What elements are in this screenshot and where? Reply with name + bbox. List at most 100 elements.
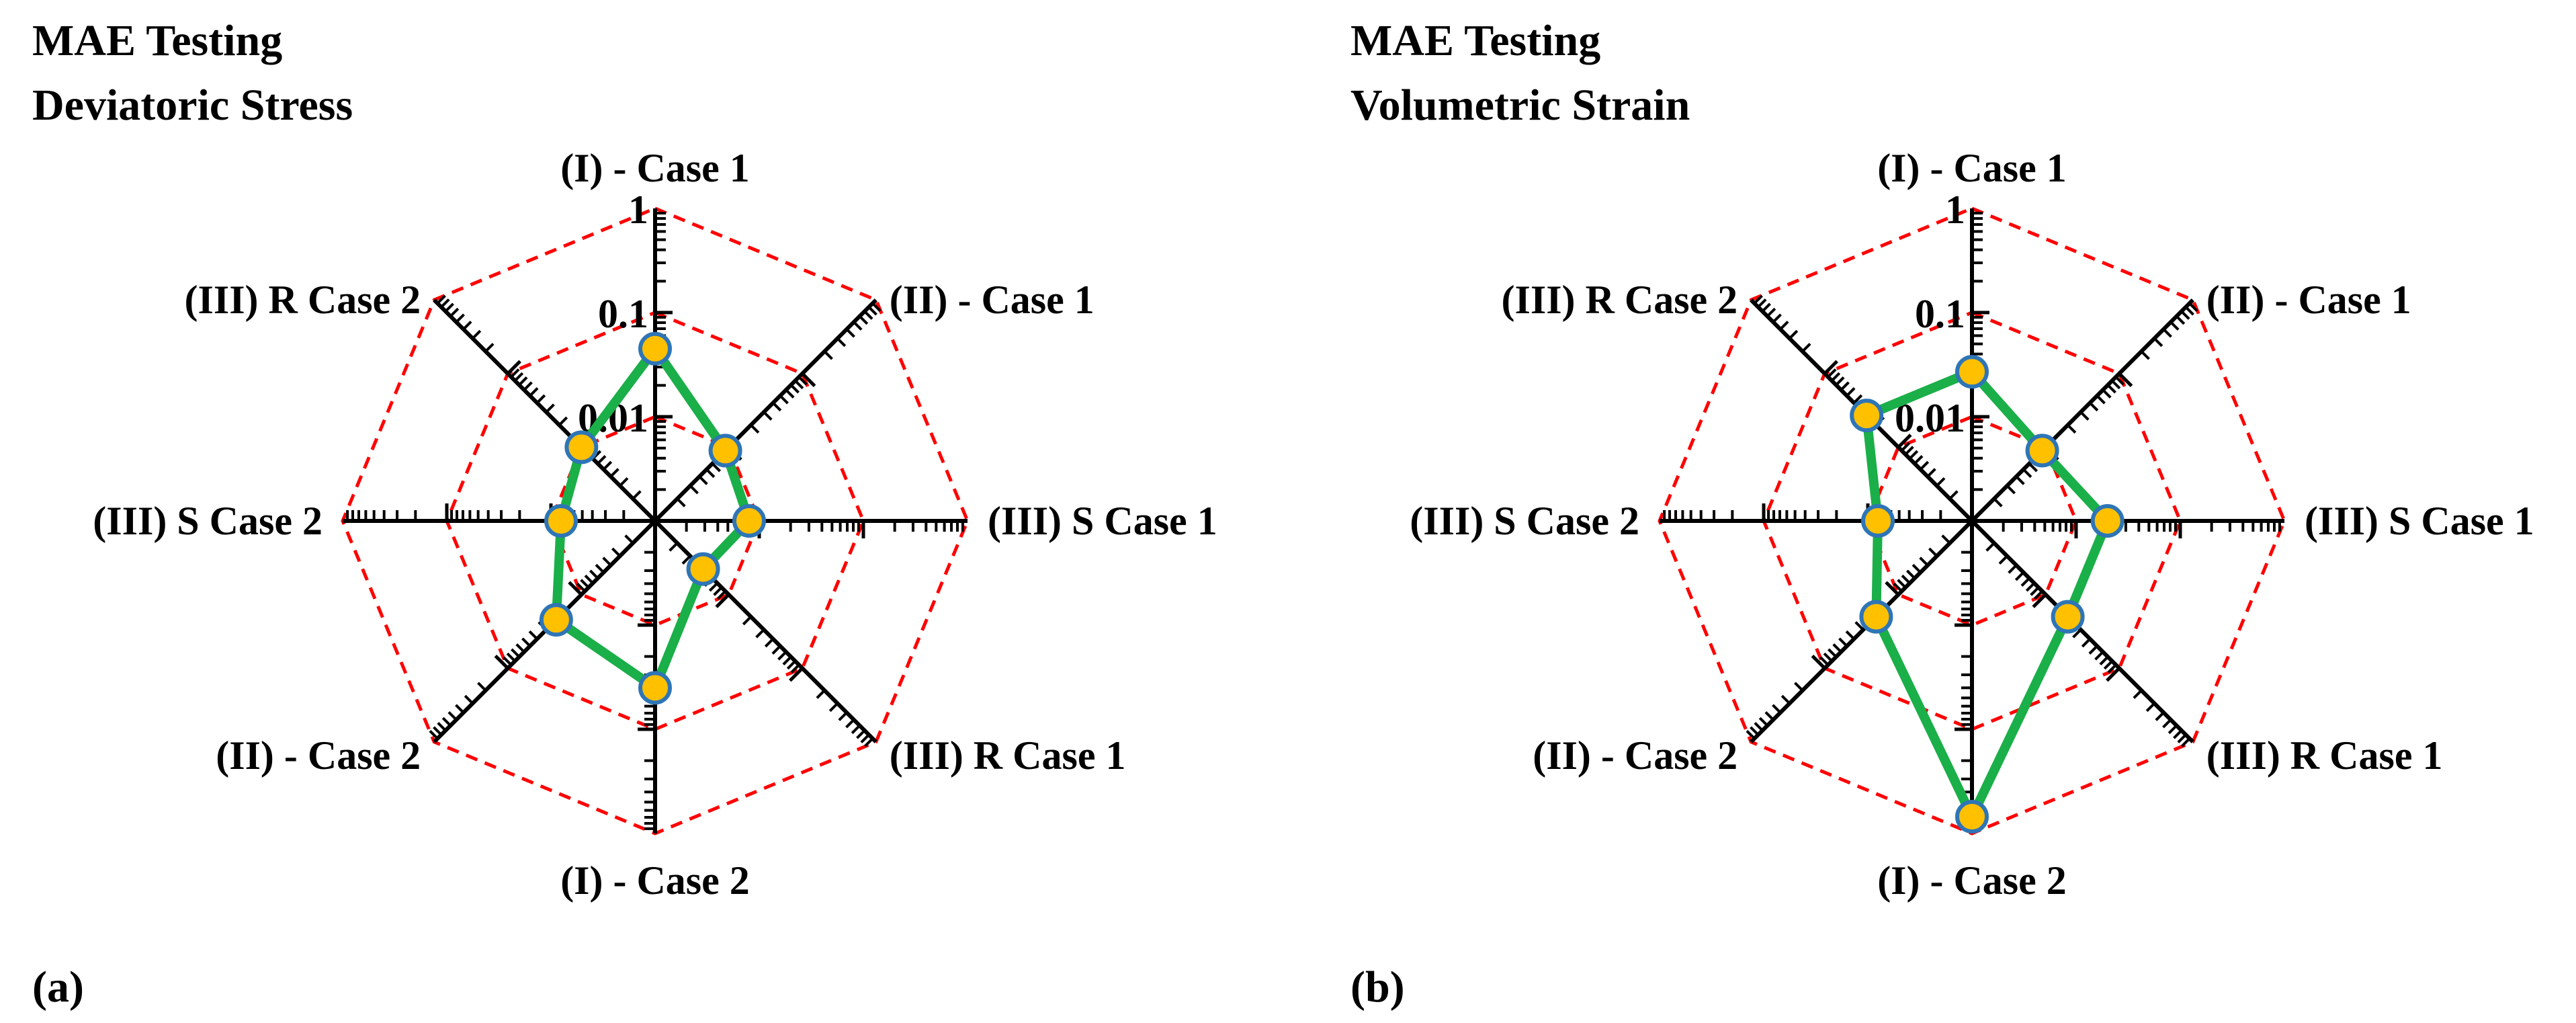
data-point [638,331,672,366]
data-point [1859,600,1893,634]
axis-tick [545,403,555,413]
axis-tick [2067,423,2077,434]
axis-tick [2033,590,2044,600]
axis-tick [437,722,447,732]
axis-tick [1823,652,1833,662]
axis-tick [755,628,765,639]
axis-tick [2162,328,2172,338]
axis-tick [2184,306,2194,316]
axis-tick [558,416,568,426]
axis-tick [2162,719,2172,729]
axis-tick [462,321,472,331]
axis-tick [1835,376,1845,386]
axis-tick [764,638,775,648]
axis-tick [1757,298,1767,309]
axis-tick [1901,574,1911,585]
axis-tick [1912,563,1922,574]
axis-tick [790,663,800,673]
axis-line [653,298,877,523]
data-point [539,603,573,637]
axis-tick [2081,638,2092,648]
axis-tick [2008,564,2018,574]
axis-tick [698,475,708,485]
axis-tick [2022,468,2032,479]
axis-tick [2180,310,2190,320]
axis-tick [506,652,516,662]
axis-label: (I) - Case 1 [1877,146,2067,190]
axis-tick [576,582,586,593]
axis-tick [514,372,524,382]
axis-tick [523,381,533,391]
chart-title-line-2: Deviatoric Stress [32,81,353,130]
data-point [1861,504,1895,538]
axis-tick [1819,656,1830,666]
axis-tick [1794,682,1804,692]
axis-tick [845,719,855,729]
axis-tick [2145,702,2155,712]
ring-value-label: 0.1 [1915,292,1965,336]
axis-tick [2088,645,2098,655]
axis-tick [1832,643,1842,653]
axis-tick [782,655,792,665]
axis-tick [816,689,826,699]
axis-tick [1908,450,1919,460]
axis-tick [2006,485,2016,495]
ring-value-label: 1 [628,188,648,232]
axis-tick [444,302,454,313]
axis-label: (III) S Case 1 [2305,499,2534,543]
axis-tick [794,380,804,390]
axis-label: (III) S Case 1 [988,499,1217,543]
axis-label: (III) R Case 1 [2206,733,2443,778]
axis-label: (III) S Case 2 [1410,499,1639,543]
axis-tick [2133,689,2143,699]
axis-tick [494,655,509,669]
axis-tick [2106,384,2116,394]
axis-line [433,298,657,523]
axis-tick [856,729,866,739]
axis-tick [742,616,753,626]
axis-tick [2173,729,2183,739]
axis-tick [1936,477,1946,487]
axis-label: (II) - Case 2 [216,733,421,778]
axis-tick [1766,307,1776,317]
axis-label: (II) - Case 1 [890,278,1094,322]
axis-tick [1885,581,1900,596]
axis-line [653,519,877,743]
axis-tick [477,682,487,692]
axis-tick [689,485,699,495]
axis-tick [1926,468,1936,478]
axis-tick [785,388,795,399]
chart-title-line-1: MAE Testing [1350,16,1600,65]
axis-tick [1758,717,1768,727]
axis-tick [750,423,760,434]
axis-tick [464,694,474,704]
axis-tick [853,321,863,331]
axis-tick [1823,360,1838,375]
axis-tick [2102,388,2112,399]
axis-tick [2176,315,2186,325]
axis-label: (I) - Case 1 [560,146,750,190]
axis-tick [779,395,789,405]
axis-tick [2096,395,2106,405]
axis-tick [455,313,465,323]
axis-tick [828,702,839,712]
axis-tick [838,711,848,721]
axis-tick [1998,555,2008,565]
axis-tick [436,294,446,304]
axis-tick [535,394,546,404]
data-point [564,430,599,464]
axis-tick [708,582,719,592]
axis-tick [1754,722,1764,732]
axis-tick [1941,534,1951,544]
axis-tick [1761,302,1771,313]
axis-tick [1900,442,1911,452]
axis-label: (II) - Case 1 [2206,278,2411,322]
grid-ring [1762,311,2182,731]
axis-tick [2025,582,2036,592]
axis-tick [433,726,443,736]
axis-line [1970,298,2194,523]
axis-tick [619,477,629,487]
axis-tick [2014,571,2025,581]
